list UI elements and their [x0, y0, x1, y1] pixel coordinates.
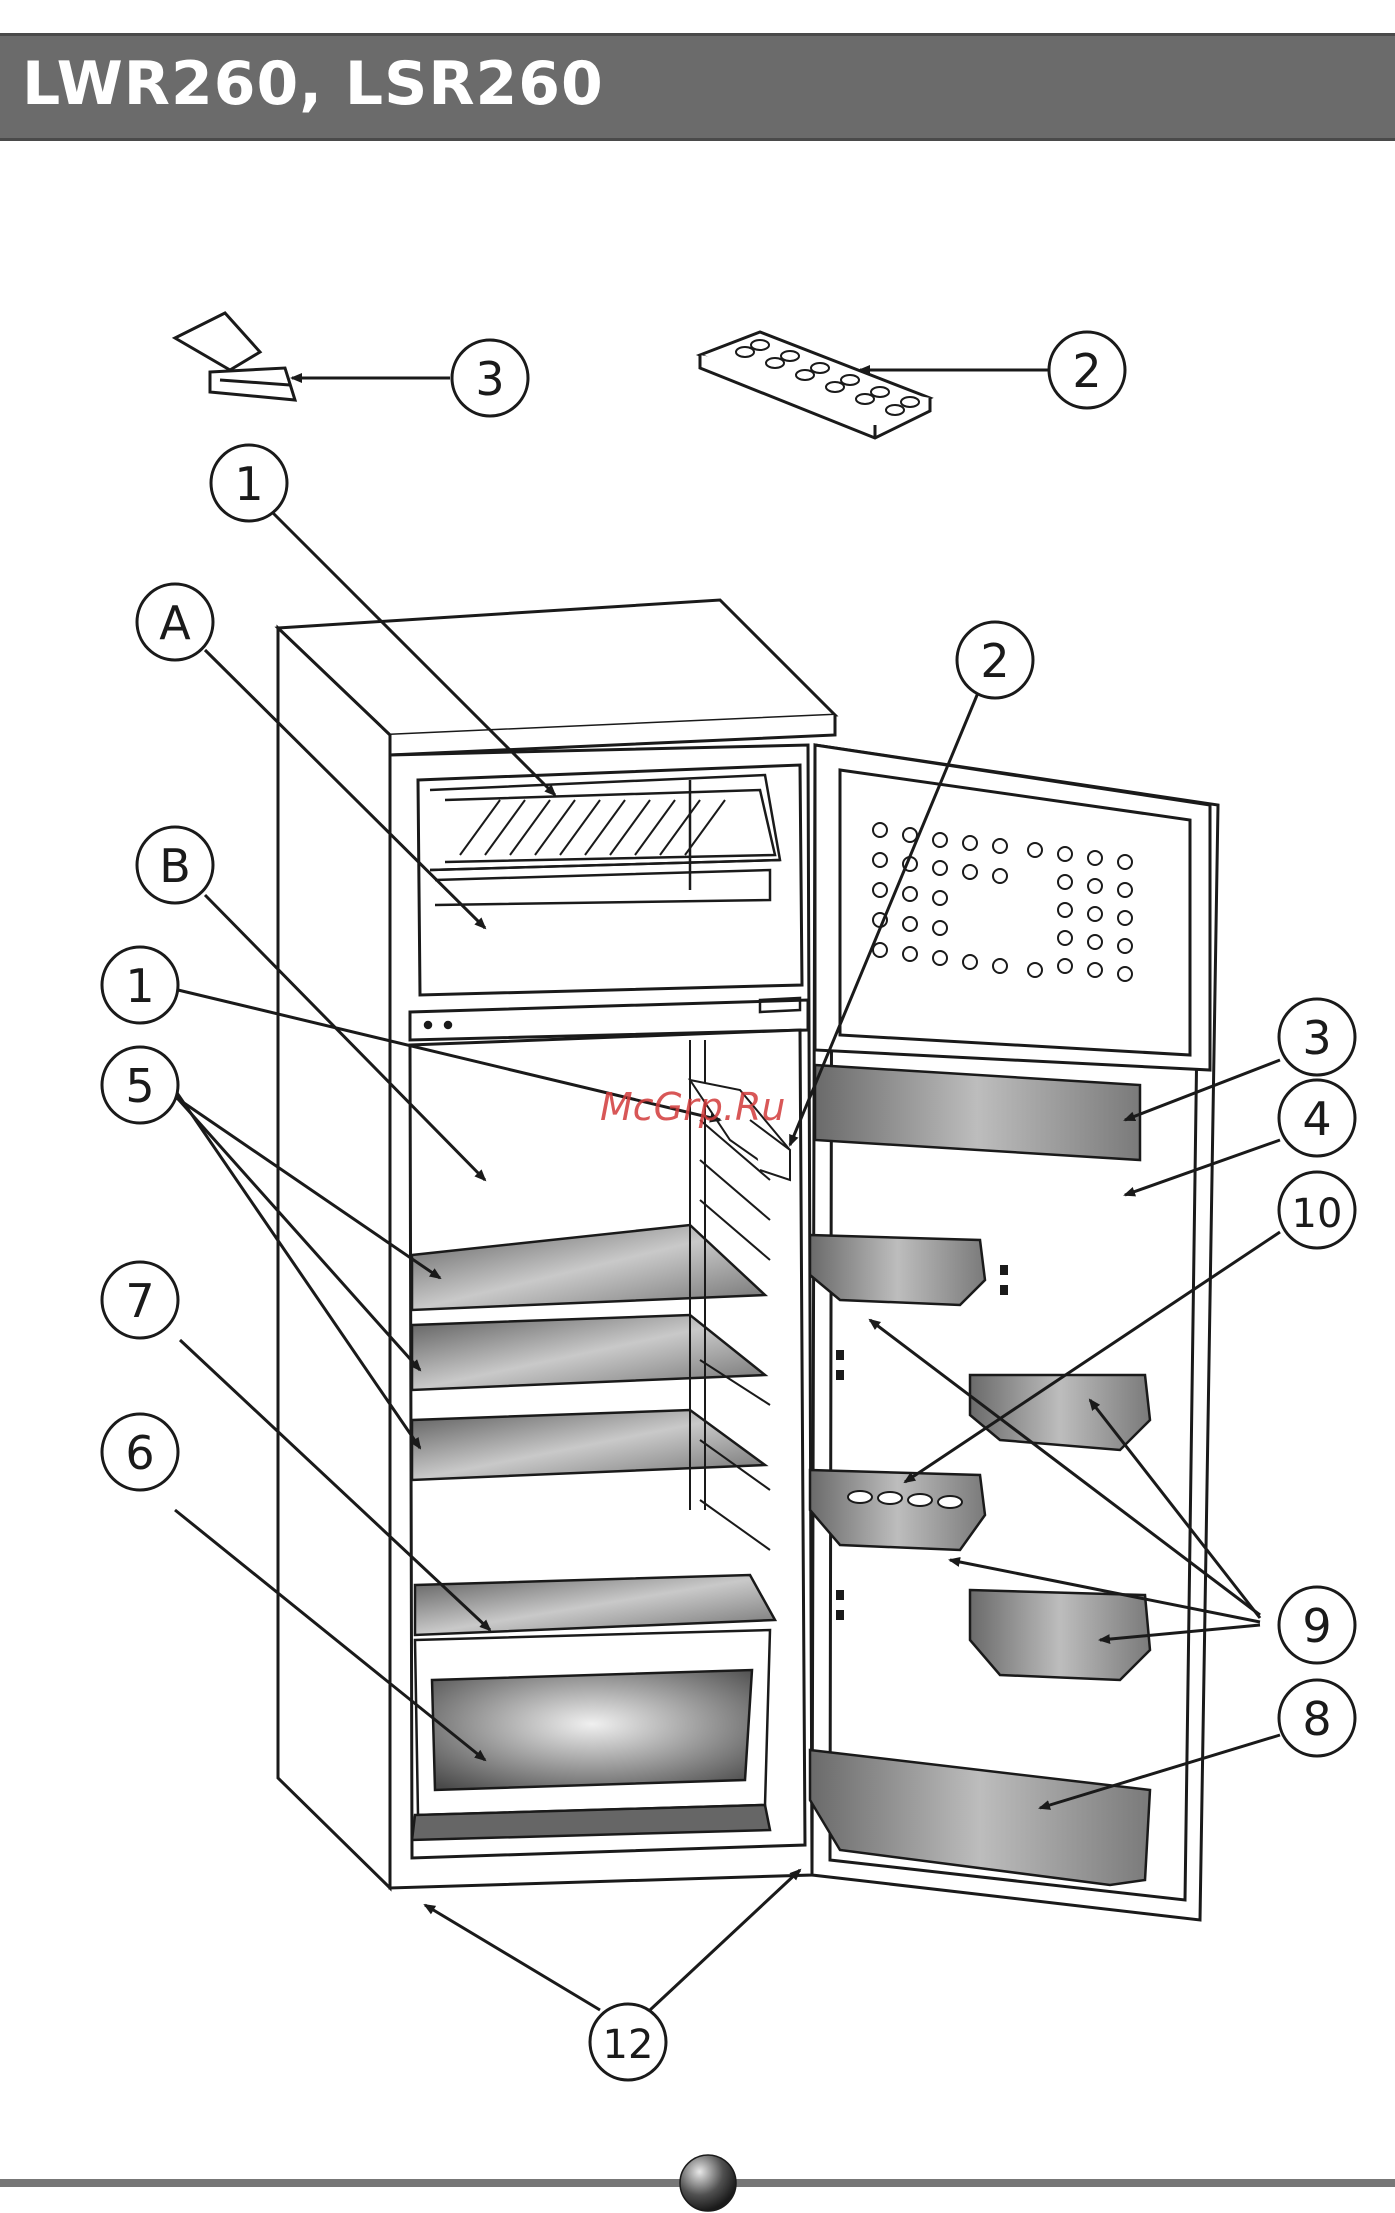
- footer-ball-icon: [680, 2155, 736, 2211]
- watermark-text: McGrp.Ru: [600, 1085, 785, 1129]
- callout-7-crisper-cover: 7: [125, 1274, 154, 1328]
- callout-12-feet: 12: [603, 2022, 654, 2068]
- callout-3-scraper: 3: [475, 352, 504, 406]
- callout-1-freezer-grid: 1: [234, 457, 263, 511]
- callout-3-door-bin: 3: [1302, 1011, 1331, 1065]
- footer-rule: [0, 2155, 1395, 2211]
- ice-scraper: [175, 313, 295, 400]
- callout-10-egg-tray: 10: [1292, 1191, 1343, 1237]
- callout-6-crisper: 6: [125, 1426, 154, 1480]
- crisper-drawer: [412, 1630, 770, 1840]
- ice-tray: [700, 332, 930, 438]
- callout-2-ice-tray: 2: [1072, 344, 1101, 398]
- callout-4-lid: 4: [1302, 1092, 1331, 1146]
- callout-B-fridge: B: [159, 839, 191, 893]
- callout-1-egg-holder: 1: [125, 959, 154, 1013]
- callout-9-door-shelves: 9: [1302, 1599, 1331, 1653]
- callout-5-shelves: 5: [125, 1059, 154, 1113]
- callout-2-door: 2: [980, 634, 1009, 688]
- callout-8-bottle-shelf: 8: [1302, 1692, 1331, 1746]
- callout-A-freezer: A: [159, 596, 191, 650]
